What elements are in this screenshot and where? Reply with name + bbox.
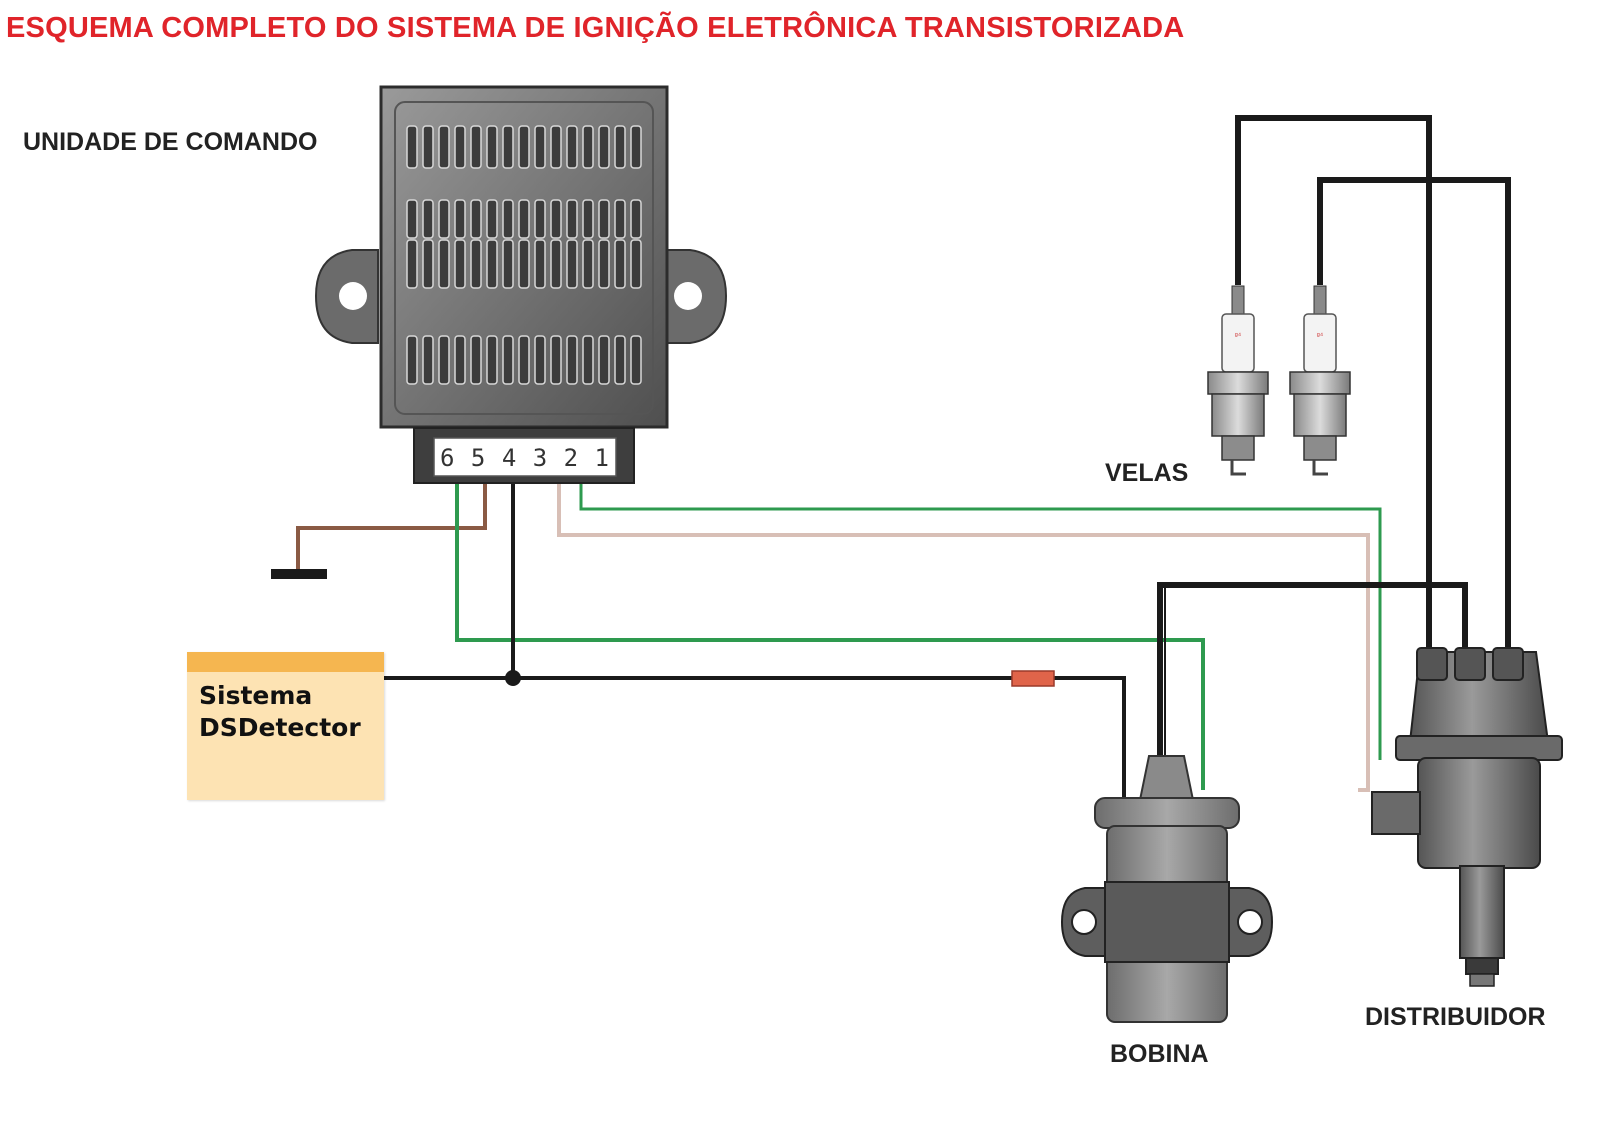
ground-symbol bbox=[271, 569, 327, 579]
control-unit: 6 5 4 3 2 1 bbox=[314, 85, 728, 484]
cooling-fin bbox=[406, 335, 418, 385]
cooling-fin bbox=[438, 125, 450, 169]
cooling-fin bbox=[454, 335, 466, 385]
cooling-fin bbox=[502, 199, 514, 239]
cooling-fin bbox=[550, 125, 562, 169]
detector-line-2: DSDetector bbox=[199, 713, 361, 742]
cooling-fin bbox=[422, 335, 434, 385]
cooling-fin bbox=[630, 335, 642, 385]
cooling-fin bbox=[518, 125, 530, 169]
cooling-fin bbox=[534, 125, 546, 169]
cooling-fin bbox=[486, 239, 498, 289]
supply-wire bbox=[384, 676, 1126, 800]
cooling-fin bbox=[614, 125, 626, 169]
cooling-fin bbox=[406, 125, 418, 169]
cooling-fin bbox=[470, 199, 482, 239]
cooling-fin bbox=[582, 335, 594, 385]
plug-lead-2 bbox=[1317, 177, 1511, 660]
cooling-fin bbox=[406, 199, 418, 239]
cooling-fin bbox=[550, 335, 562, 385]
cooling-fin bbox=[566, 335, 578, 385]
cooling-fin bbox=[614, 239, 626, 289]
cooling-fin bbox=[406, 239, 418, 289]
ignition-coil bbox=[1060, 755, 1274, 1023]
sticky-note-text: Sistema DSDetector bbox=[199, 680, 361, 744]
cooling-fin bbox=[598, 125, 610, 169]
cooling-fin bbox=[566, 125, 578, 169]
cooling-fin bbox=[518, 199, 530, 239]
wires bbox=[271, 115, 1511, 800]
plug-lead-1 bbox=[1235, 115, 1432, 660]
ground-wire bbox=[296, 484, 487, 572]
cooling-fin bbox=[502, 239, 514, 289]
cooling-fins bbox=[406, 125, 642, 385]
cooling-fin bbox=[422, 125, 434, 169]
cooling-fin bbox=[598, 335, 610, 385]
cooling-fin bbox=[614, 335, 626, 385]
spark-plugs-label: VELAS bbox=[1105, 459, 1189, 487]
svg-text:ᵍ⁴: ᵍ⁴ bbox=[1317, 331, 1324, 340]
cooling-fin bbox=[486, 199, 498, 239]
detector-sticky-note: Sistema DSDetector bbox=[187, 652, 384, 800]
distributor-label: DISTRIBUIDOR bbox=[1365, 1003, 1546, 1031]
cooling-fin bbox=[550, 199, 562, 239]
cooling-fin bbox=[438, 335, 450, 385]
cooling-fin bbox=[534, 199, 546, 239]
cooling-fin bbox=[566, 199, 578, 239]
cooling-fin bbox=[550, 239, 562, 289]
cooling-fin bbox=[422, 199, 434, 239]
cooling-fin bbox=[534, 239, 546, 289]
cooling-fin bbox=[502, 335, 514, 385]
cooling-fin bbox=[518, 239, 530, 289]
cooling-fin bbox=[630, 239, 642, 289]
cooling-fin bbox=[630, 199, 642, 239]
distributor bbox=[1371, 647, 1563, 987]
junction-dot bbox=[505, 670, 521, 686]
cooling-fin bbox=[502, 125, 514, 169]
cooling-fin bbox=[630, 125, 642, 169]
cooling-fin bbox=[566, 239, 578, 289]
cooling-fin bbox=[582, 239, 594, 289]
cooling-fin bbox=[598, 239, 610, 289]
detector-line-1: Sistema bbox=[199, 681, 313, 710]
cooling-fin bbox=[598, 199, 610, 239]
cooling-fin bbox=[518, 335, 530, 385]
cooling-fin bbox=[454, 239, 466, 289]
cooling-fin bbox=[454, 125, 466, 169]
pink-wire-distributor bbox=[557, 484, 1370, 792]
cooling-fin bbox=[614, 199, 626, 239]
spark-plug-1: ᵍ⁴ bbox=[1207, 285, 1269, 476]
cooling-fin bbox=[486, 125, 498, 169]
spark-plug-2: ᵍ⁴ bbox=[1289, 285, 1351, 476]
green-wire-coil bbox=[455, 484, 1205, 790]
svg-text:ᵍ⁴: ᵍ⁴ bbox=[1235, 331, 1242, 340]
sticky-note-header bbox=[187, 652, 384, 672]
ballast-resistor bbox=[1011, 670, 1055, 687]
cooling-fin bbox=[470, 239, 482, 289]
cooling-fin bbox=[582, 199, 594, 239]
cooling-fin bbox=[438, 199, 450, 239]
cooling-fin bbox=[454, 199, 466, 239]
cooling-fin bbox=[470, 125, 482, 169]
green-wire-distributor bbox=[579, 484, 1382, 760]
cooling-fin bbox=[534, 335, 546, 385]
cooling-fin bbox=[422, 239, 434, 289]
coil-high-tension bbox=[1157, 582, 1468, 765]
control-unit-label: UNIDADE DE COMANDO bbox=[23, 128, 318, 156]
connector-pin-numbers: 6 5 4 3 2 1 bbox=[440, 444, 610, 472]
cooling-fin bbox=[438, 239, 450, 289]
cooling-fin bbox=[486, 335, 498, 385]
cooling-fin bbox=[582, 125, 594, 169]
cooling-fin bbox=[470, 335, 482, 385]
coil-label: BOBINA bbox=[1110, 1040, 1209, 1068]
diagram-title: ESQUEMA COMPLETO DO SISTEMA DE IGNIÇÃO E… bbox=[6, 12, 1185, 44]
